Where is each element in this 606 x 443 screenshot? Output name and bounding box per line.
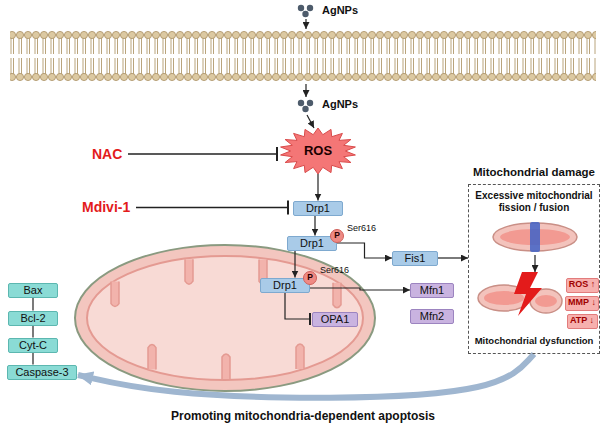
nanoparticle xyxy=(302,106,308,112)
damage-panel: ROS ↑MMP ↓ATP ↓Mitochondrial damageExces… xyxy=(468,184,600,354)
damage-bolt xyxy=(514,272,542,316)
mitochondrion-small xyxy=(493,223,577,251)
nanoparticle xyxy=(307,5,313,11)
panel-caption: Excessive mitochondrial fission / fusion xyxy=(472,190,596,214)
inhibition-bar xyxy=(287,201,289,215)
phospho-site: PSer616 xyxy=(303,271,317,285)
connector xyxy=(294,251,295,278)
residue-label: Ser616 xyxy=(347,224,376,234)
phospho-mark: P xyxy=(307,273,313,282)
protein-label: Cyt-C xyxy=(19,339,47,351)
protein-label: Drp1 xyxy=(306,202,330,214)
protein-label: Caspase-3 xyxy=(15,366,68,378)
protein-label: ROS xyxy=(304,144,332,158)
inhibition-line xyxy=(136,207,287,208)
fission-ring xyxy=(530,222,540,252)
membrane-outer-leaflet xyxy=(10,30,596,56)
cristae xyxy=(111,259,341,379)
protein-label: Drp1 xyxy=(273,279,297,291)
connector xyxy=(314,216,315,236)
pathway-caption: Promoting mitochondria-dependent apoptos… xyxy=(169,410,437,424)
inhibition-line xyxy=(128,153,276,154)
protein-label: Mfn2 xyxy=(420,310,444,322)
protein-box: Mfn2 xyxy=(410,309,454,324)
panel-heading: Mitochondrial damage xyxy=(467,166,601,180)
particle-label: AgNPs xyxy=(322,98,358,111)
connector xyxy=(32,353,33,365)
protein-label: Drp1 xyxy=(300,237,324,249)
particle-label: AgNPs xyxy=(322,4,358,17)
dividing-mitochondrion xyxy=(493,222,577,252)
inhibition-connector xyxy=(285,293,310,320)
phospho-site: PSer616 xyxy=(330,229,344,243)
phospho-mark: P xyxy=(334,231,340,240)
nanoparticles-inside xyxy=(298,100,313,112)
crista xyxy=(333,283,341,308)
protein-label: Bax xyxy=(24,284,43,296)
connector xyxy=(32,326,33,338)
connector xyxy=(317,174,318,201)
inhibitor-label: NAC xyxy=(92,146,122,162)
nanoparticle xyxy=(302,11,308,17)
crista xyxy=(111,282,119,307)
protein-box: Fis1 xyxy=(392,251,438,266)
crista xyxy=(222,354,230,379)
uptake-arrow xyxy=(305,19,306,29)
inhibition-bar xyxy=(276,147,278,161)
protein-label: Mfn1 xyxy=(420,284,444,296)
crista xyxy=(296,344,304,369)
connector xyxy=(310,288,410,290)
protein-box: MMP ↓ xyxy=(565,296,599,311)
membrane-inner-leaflet xyxy=(10,56,596,82)
ros-burst: ROS xyxy=(280,128,356,174)
protein-label: Bcl-2 xyxy=(20,312,45,324)
connector xyxy=(438,257,468,258)
panel-caption: Mitochondrial dysfunction xyxy=(470,335,598,346)
protein-box: Caspase-3 xyxy=(7,365,77,380)
protein-box: Cyt-C xyxy=(8,338,58,353)
mitochondrion-outer-membrane xyxy=(75,245,375,391)
crista xyxy=(185,259,193,284)
protein-box: Mfn1 xyxy=(410,283,454,298)
connector xyxy=(337,243,392,258)
protein-label: ATP ↓ xyxy=(570,316,594,326)
nanoparticle xyxy=(298,5,304,11)
mitochondrion-matrix xyxy=(535,295,557,307)
nanoparticle xyxy=(298,100,304,106)
nanoparticle xyxy=(307,100,313,106)
protein-label: Fis1 xyxy=(405,252,426,264)
protein-label: OPA1 xyxy=(321,313,350,325)
protein-box: Drp1 xyxy=(293,201,343,216)
protein-box: OPA1 xyxy=(312,312,358,327)
broken-mitochondrion xyxy=(478,272,562,316)
apoptosis-arrow xyxy=(78,354,534,398)
ros-burst-outline xyxy=(281,128,356,174)
residue-label: Ser616 xyxy=(320,266,349,276)
mitochondrion-inner-membrane xyxy=(87,256,363,380)
ros-induction-arrow xyxy=(307,115,314,128)
protein-box: ATP ↓ xyxy=(567,314,598,329)
protein-label: ROS ↑ xyxy=(569,280,596,290)
protein-box: Bcl-2 xyxy=(8,311,58,326)
process-arrow xyxy=(534,255,535,272)
protein-label: MMP ↓ xyxy=(568,298,596,308)
connector xyxy=(32,298,33,311)
protein-box: Bax xyxy=(8,283,58,298)
protein-box: ROS ↑ xyxy=(566,278,599,293)
nanoparticles-outside xyxy=(298,5,313,17)
crista xyxy=(148,345,156,370)
uptake-arrow xyxy=(305,84,306,97)
inhibition-bar xyxy=(309,313,311,325)
inhibitor-label: Mdivi-1 xyxy=(82,199,130,215)
